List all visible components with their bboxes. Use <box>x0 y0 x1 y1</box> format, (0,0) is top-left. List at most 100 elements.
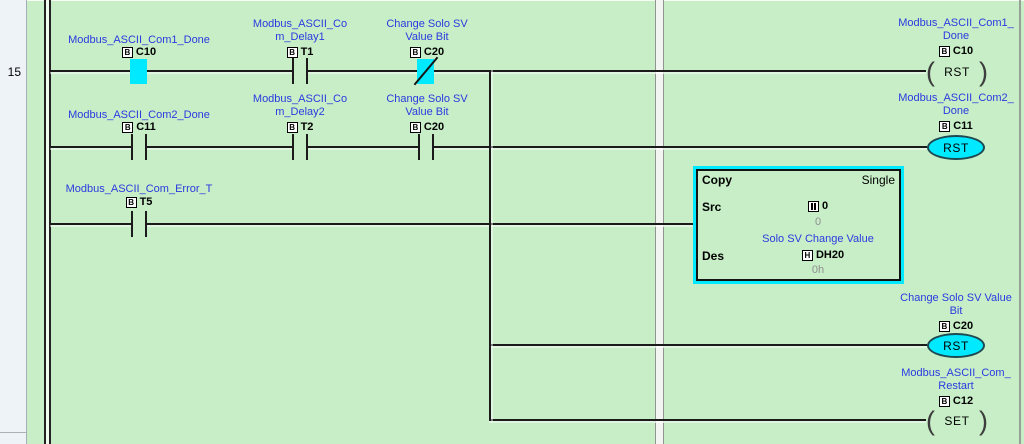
rung-wire <box>434 70 664 72</box>
bit-device-icon: B <box>286 121 298 133</box>
contact-leg <box>292 134 294 160</box>
contact-leg <box>131 211 133 237</box>
contact-comment: Modbus_ASCII_Com_Error_T <box>65 183 213 195</box>
copy-block-selection[interactable]: Copy Single Src 0 0 Solo SV Change Value… <box>693 166 904 284</box>
rung-wire <box>434 146 664 148</box>
coil-paren-left: ( <box>926 406 935 436</box>
rung-wire <box>147 223 664 225</box>
contact-leg <box>432 134 434 160</box>
coil-set-c12[interactable]: ( SET ) <box>926 407 988 435</box>
column-boundary <box>655 0 664 444</box>
contact-leg <box>306 134 308 160</box>
contact-t2[interactable] <box>290 134 310 160</box>
contact-device: B C20 <box>367 46 487 58</box>
coil-comment: Modbus_ASCII_Com1_Done <box>898 17 1014 42</box>
coil-op-label: RST <box>943 338 969 353</box>
coil-comment: Modbus_ASCII_Com2_Done <box>898 92 1014 117</box>
copy-block: Copy Single Src 0 0 Solo SV Change Value… <box>696 169 901 281</box>
rung-wire <box>308 70 418 72</box>
copy-des-operand: H DH20 <box>768 249 878 261</box>
rung-wire <box>50 70 131 72</box>
contact-leg <box>292 58 294 84</box>
bit-device-icon: B <box>938 45 950 57</box>
rung-wire <box>308 146 418 148</box>
bit-device-icon: B <box>938 320 950 332</box>
rung-wire <box>50 146 131 148</box>
network-number: 15 <box>7 65 21 79</box>
contact-device: B T5 <box>49 196 229 208</box>
bit-device-icon: B <box>939 120 951 132</box>
coil-paren-right: ) <box>978 406 988 436</box>
contact-device: B T1 <box>240 46 360 58</box>
copy-src-value: 0 <box>814 216 822 228</box>
contact-leg <box>145 134 147 160</box>
coil-device: B C12 <box>891 395 1021 407</box>
network-margin-divider <box>0 432 26 433</box>
contact-c11[interactable] <box>129 134 149 160</box>
bit-device-icon: B <box>938 395 950 407</box>
coil-rst-c11-energized[interactable]: RST <box>927 135 985 160</box>
left-power-rail <box>44 0 51 444</box>
coil-paren-left: ( <box>926 57 935 87</box>
coil-device: B C11 <box>891 120 1021 132</box>
contact-c20[interactable] <box>416 134 436 160</box>
contact-device: B C10 <box>59 46 219 58</box>
bit-device-icon: B <box>409 121 421 133</box>
right-power-rail <box>1019 0 1021 444</box>
copy-block-mode: Single <box>861 173 895 187</box>
rung-wire <box>655 146 927 148</box>
rung-wire <box>489 344 664 346</box>
coil-op-label: SET <box>944 414 970 428</box>
bit-device-icon: B <box>121 46 133 58</box>
contact-device: B T2 <box>240 121 360 133</box>
contact-leg <box>145 211 147 237</box>
rung-wire <box>655 70 926 72</box>
copy-des-comment: Solo SV Change Value <box>762 233 874 245</box>
bit-device-icon: B <box>122 121 134 133</box>
contact-c10-energized[interactable] <box>130 59 147 84</box>
cell-highlight <box>27 0 1024 1</box>
coil-rst-c20-energized[interactable]: RST <box>927 333 985 358</box>
contact-comment: Modbus_ASCII_Com2_Done <box>68 109 210 121</box>
bit-device-icon: B <box>409 46 421 58</box>
contact-t1[interactable] <box>290 58 310 84</box>
bit-device-icon: B <box>286 46 298 58</box>
contact-device: B C20 <box>367 121 487 133</box>
rung-wire <box>655 419 926 421</box>
contact-comment: Modbus_ASCII_Com1_Done <box>68 34 210 46</box>
branch-wire <box>489 70 491 421</box>
rung-wire <box>489 419 664 421</box>
contact-leg <box>418 134 420 160</box>
rung-wire <box>655 223 699 225</box>
coil-device: B C10 <box>891 45 1021 57</box>
contact-leg <box>306 58 308 84</box>
contact-t5[interactable] <box>129 211 149 237</box>
coil-device: B C20 <box>891 320 1021 332</box>
word-device-icon <box>807 200 819 212</box>
rung-wire <box>147 70 292 72</box>
network-margin[interactable] <box>0 0 27 444</box>
coil-op-label: RST <box>944 65 970 79</box>
rung-wire <box>147 146 292 148</box>
contact-leg <box>131 134 133 160</box>
copy-src-operand: 0 <box>768 200 868 212</box>
contact-device: B C11 <box>59 121 219 133</box>
copy-block-title: Copy <box>702 173 732 187</box>
bit-device-icon: B <box>125 196 137 208</box>
coil-comment: Modbus_ASCII_Com_Restart <box>901 367 1011 392</box>
coil-rst-c10[interactable]: ( RST ) <box>926 58 988 86</box>
hex-device-icon: H <box>801 249 813 261</box>
rung-wire <box>50 223 131 225</box>
copy-des-value: 0h <box>811 264 825 276</box>
rung-wire <box>655 344 927 346</box>
copy-src-label: Src <box>702 200 722 214</box>
copy-des-label: Des <box>702 249 725 263</box>
coil-paren-right: ) <box>979 57 988 87</box>
contact-c20-nc-energized[interactable] <box>413 53 439 89</box>
